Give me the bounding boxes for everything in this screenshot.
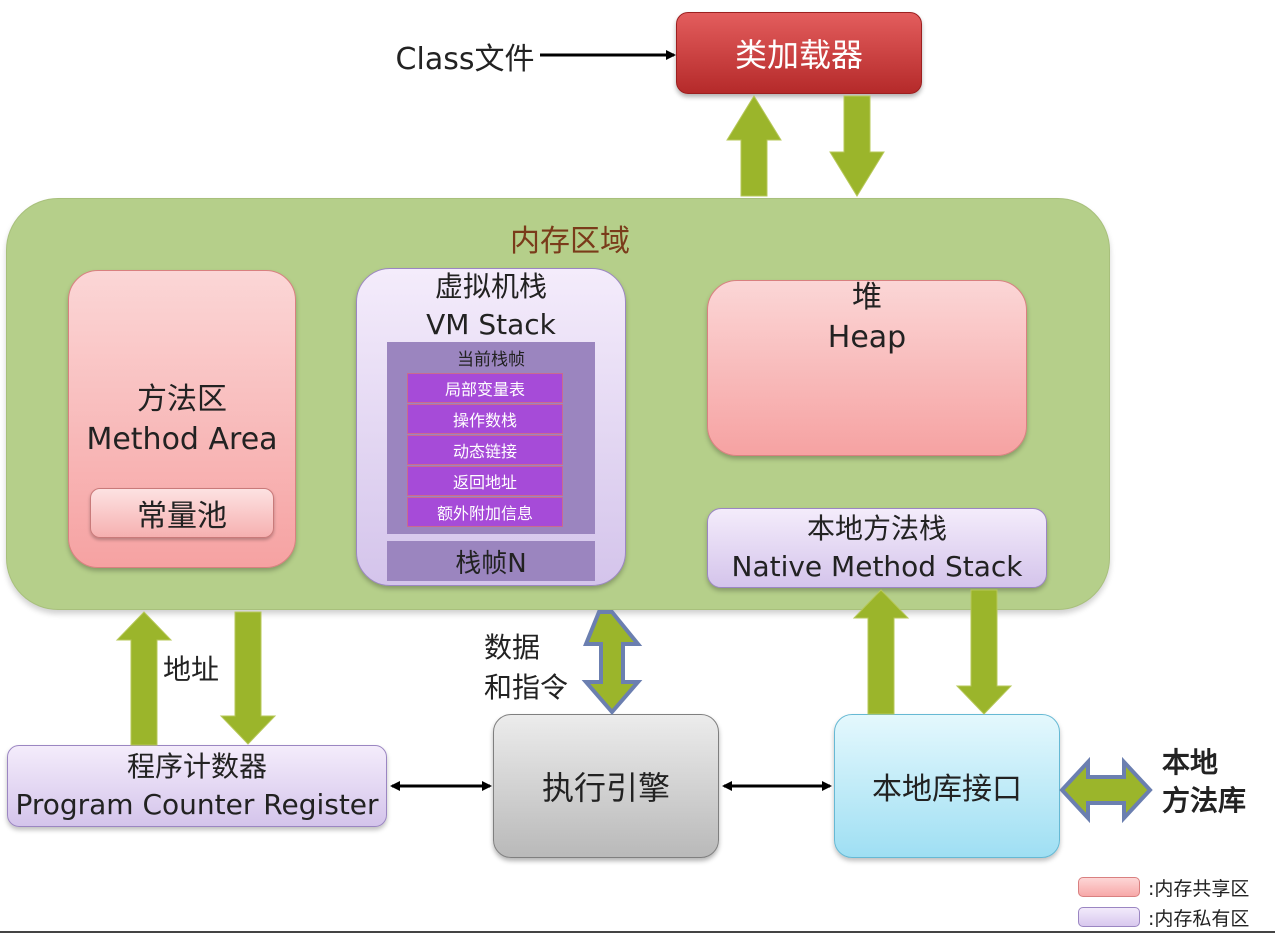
native-stack-title-cn: 本地方法栈 (806, 512, 947, 545)
memory-region-title: 内存区域 (510, 224, 630, 259)
pc-register-box: 程序计数器 Program Counter Register (7, 745, 387, 827)
native-library-line2: 方法库 (1162, 784, 1247, 817)
legend-shared-text: :内存共享区 (1148, 878, 1250, 900)
native-method-stack-box (707, 508, 1047, 588)
frame-n-box: 栈帧N (387, 541, 595, 581)
current-frame-title: 当前栈帧 (457, 350, 525, 370)
vm-stack-title-cn: 虚拟机栈 (434, 270, 547, 303)
bottom-divider (0, 931, 1275, 933)
class-file-label: Class文件 (395, 42, 535, 77)
frame-item: 操作数栈 (407, 404, 563, 434)
native-library-line1: 本地 (1162, 746, 1219, 779)
legend-swatch-private (1078, 907, 1140, 927)
vm-stack-title: 虚拟机栈 VM Stack (356, 268, 626, 344)
constant-pool-box: 常量池 (90, 488, 274, 538)
frame-item: 返回地址 (407, 466, 563, 496)
method-area-title-cn: 方法区 (137, 382, 227, 417)
native-method-stack-title: 本地方法栈 Native Method Stack (707, 508, 1047, 588)
native-interface-box: 本地库接口 (834, 714, 1060, 858)
execution-engine-box: 执行引擎 (493, 714, 719, 858)
legend-swatch-shared (1078, 877, 1140, 897)
address-label: 地址 (163, 653, 220, 686)
method-area-title: 方法区 Method Area (68, 380, 296, 460)
data-label-line2: 和指令 (484, 671, 569, 704)
method-area-title-en: Method Area (86, 422, 278, 457)
pc-register-title-en: Program Counter Register (15, 788, 379, 821)
frame-item: 动态链接 (407, 435, 563, 465)
data-instruction-label: 数据 和指令 (484, 628, 568, 708)
heap-title-cn: 堆 (852, 280, 882, 315)
pc-register-title-cn: 程序计数器 (126, 750, 267, 783)
native-stack-title-en: Native Method Stack (731, 550, 1023, 583)
class-loader-box: 类加载器 (676, 12, 922, 94)
native-library-label: 本地 方法库 (1162, 744, 1246, 820)
legend-private-text: :内存私有区 (1148, 908, 1250, 930)
heap-box (707, 280, 1027, 456)
heap-title-en: Heap (827, 320, 907, 355)
frame-item: 额外附加信息 (407, 497, 563, 527)
heap-title: 堆 Heap (707, 278, 1027, 358)
data-label-line1: 数据 (484, 631, 541, 664)
vm-stack-title-en: VM Stack (426, 308, 556, 341)
frame-item: 局部变量表 (407, 373, 563, 403)
